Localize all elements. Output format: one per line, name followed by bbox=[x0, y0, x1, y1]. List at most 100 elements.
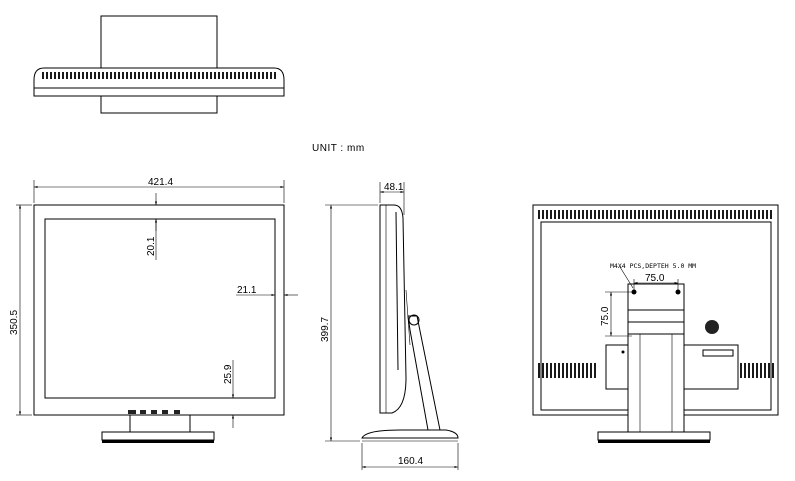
rear-vesa-screw bbox=[631, 289, 637, 295]
vent-slot bbox=[206, 72, 208, 79]
vent-slot bbox=[662, 210, 664, 219]
vent-slot bbox=[270, 72, 272, 79]
vent-slot bbox=[578, 210, 580, 219]
unit-label: UNIT : mm bbox=[312, 143, 365, 154]
vent-slot bbox=[670, 210, 672, 219]
side-height-label: 399.7 bbox=[320, 317, 331, 342]
vent-slot bbox=[82, 72, 84, 79]
rear-connector bbox=[702, 349, 734, 357]
side-view: 48.1 399.7 160.4 bbox=[320, 182, 459, 470]
vent-slot bbox=[198, 72, 200, 79]
vent-slot bbox=[146, 72, 148, 79]
rear-note-leader bbox=[619, 266, 634, 289]
vent-slot bbox=[710, 210, 712, 219]
vent-slot bbox=[162, 72, 164, 79]
front-bezel-bottom-label: 25.9 bbox=[223, 364, 234, 384]
vent-slot bbox=[610, 210, 612, 219]
vent-slot bbox=[142, 72, 144, 79]
vent-slot bbox=[550, 210, 552, 219]
vent-slot bbox=[764, 363, 766, 378]
rear-mount-note: M4X4 PCS,DEPTEH 5.0 MM bbox=[610, 262, 696, 270]
vent-slot bbox=[602, 210, 604, 219]
rear-vesa-v-label: 75.0 bbox=[600, 306, 611, 326]
front-bezel-outer bbox=[33, 204, 285, 416]
vent-slot bbox=[190, 72, 192, 79]
vent-slot bbox=[58, 72, 60, 79]
vent-slot bbox=[726, 210, 728, 219]
front-screen bbox=[44, 218, 276, 399]
vent-slot bbox=[246, 72, 248, 79]
vent-slot bbox=[558, 363, 560, 378]
vent-slot bbox=[110, 72, 112, 79]
vent-slot bbox=[768, 363, 770, 378]
vent-slot bbox=[738, 210, 740, 219]
vent-slot bbox=[130, 72, 132, 79]
vent-slot bbox=[234, 72, 236, 79]
front-button bbox=[174, 410, 180, 414]
vent-slot bbox=[750, 210, 752, 219]
vent-slot bbox=[674, 210, 676, 219]
vent-slot bbox=[154, 72, 156, 79]
vent-slot bbox=[78, 72, 80, 79]
vent-slot bbox=[538, 363, 540, 378]
vent-slot bbox=[666, 210, 668, 219]
vent-slot bbox=[250, 72, 252, 79]
vent-slot bbox=[582, 363, 584, 378]
vent-slot bbox=[698, 210, 700, 219]
vent-slot bbox=[94, 72, 96, 79]
top-view-stand-lower bbox=[100, 95, 218, 114]
side-back-rib bbox=[395, 211, 399, 371]
vent-slot bbox=[150, 72, 152, 79]
vent-slot bbox=[594, 210, 596, 219]
front-button bbox=[162, 410, 168, 414]
vent-slot bbox=[590, 363, 592, 378]
vent-slot bbox=[682, 210, 684, 219]
vent-slot bbox=[102, 72, 104, 79]
vent-slot bbox=[106, 72, 108, 79]
top-view bbox=[33, 15, 285, 114]
vent-slot bbox=[638, 210, 640, 219]
vent-slot bbox=[46, 72, 48, 79]
vent-slot bbox=[86, 72, 88, 79]
vent-slot bbox=[266, 72, 268, 79]
vent-slot bbox=[702, 210, 704, 219]
vent-slot bbox=[598, 210, 600, 219]
front-width-label: 421.4 bbox=[148, 177, 173, 188]
vent-slot bbox=[182, 72, 184, 79]
vent-slot bbox=[742, 210, 744, 219]
vent-slot bbox=[74, 72, 76, 79]
vent-slot bbox=[218, 72, 220, 79]
vent-slot bbox=[42, 72, 44, 79]
vent-slot bbox=[542, 363, 544, 378]
vent-slot bbox=[614, 210, 616, 219]
front-base bbox=[101, 431, 215, 441]
vent-slot bbox=[202, 72, 204, 79]
front-height-label: 350.5 bbox=[9, 310, 20, 335]
vent-slot bbox=[166, 72, 168, 79]
vent-slot bbox=[134, 72, 136, 79]
vent-slot bbox=[574, 363, 576, 378]
vent-slot bbox=[626, 210, 628, 219]
vent-slot bbox=[772, 363, 774, 378]
vent-slot bbox=[566, 210, 568, 219]
vent-slot bbox=[50, 72, 52, 79]
vent-slot bbox=[686, 210, 688, 219]
vent-slot bbox=[186, 72, 188, 79]
vent-slot bbox=[770, 210, 772, 219]
vent-slot bbox=[762, 210, 764, 219]
vent-slot bbox=[262, 72, 264, 79]
vent-slot bbox=[546, 363, 548, 378]
vent-slot bbox=[214, 72, 216, 79]
vent-slot bbox=[586, 210, 588, 219]
side-stand-arm bbox=[407, 315, 441, 431]
vent-slot bbox=[570, 210, 572, 219]
vent-slot bbox=[654, 210, 656, 219]
side-body bbox=[379, 204, 407, 414]
top-view-bezel bbox=[33, 87, 285, 97]
vent-slot bbox=[178, 72, 180, 79]
front-stand-neck bbox=[129, 414, 191, 433]
vent-slot bbox=[98, 72, 100, 79]
vent-slot bbox=[118, 72, 120, 79]
front-button bbox=[128, 410, 136, 414]
vent-slot bbox=[630, 210, 632, 219]
